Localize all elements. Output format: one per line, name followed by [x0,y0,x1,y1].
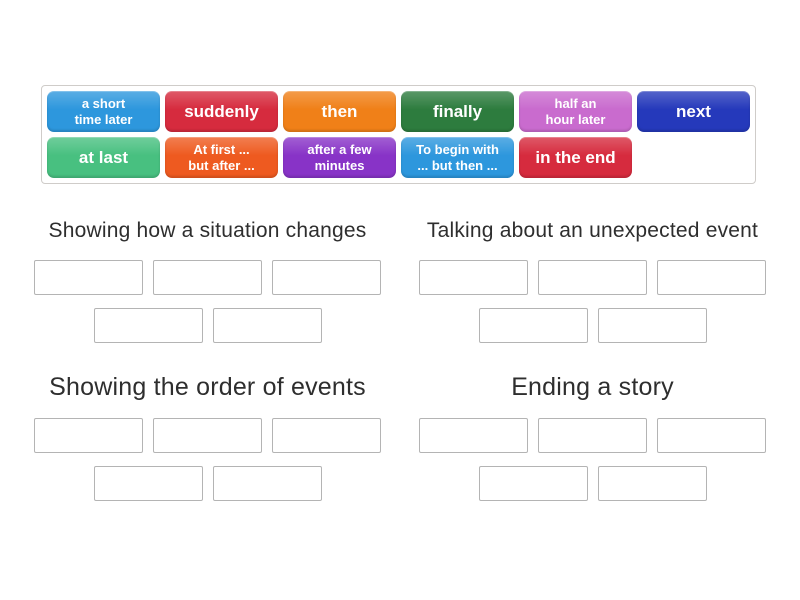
empty-slot[interactable] [419,418,528,453]
word-tile-next[interactable]: next [637,91,750,132]
empty-slot[interactable] [657,418,766,453]
slot-row [34,466,381,501]
slot-row [419,418,766,453]
slot-row [419,466,766,501]
word-tile-at-first-but-after[interactable]: At first ... but after ... [165,137,278,178]
word-tile-in-the-end[interactable]: in the end [519,137,632,178]
empty-slot[interactable] [93,466,203,501]
slot-row [34,418,381,453]
empty-slot[interactable] [153,418,262,453]
word-tile-then[interactable]: then [283,91,396,132]
group-order-of-events: Showing the order of events [34,372,381,501]
slot-row [34,260,381,295]
word-tile-to-begin-with-but-then[interactable]: To begin with ... but then ... [401,137,514,178]
group-title: Talking about an unexpected event [426,219,759,242]
groups-area: Showing how a situation changes Talking … [34,218,766,501]
group-title: Ending a story [511,373,674,401]
empty-slot[interactable] [153,260,262,295]
empty-slot[interactable] [597,466,707,501]
word-tile-at-last[interactable]: at last [47,137,160,178]
slot-row [419,260,766,295]
empty-slot[interactable] [272,260,381,295]
word-tile-finally[interactable]: finally [401,91,514,132]
empty-slot[interactable] [34,260,143,295]
empty-slot[interactable] [478,308,588,343]
empty-slot[interactable] [538,418,647,453]
empty-slot[interactable] [272,418,381,453]
slot-row [34,308,381,343]
group-title: Showing how a situation changes [48,219,367,242]
group-title: Showing the order of events [49,373,366,401]
empty-slot[interactable] [93,308,203,343]
word-tile-suddenly[interactable]: suddenly [165,91,278,132]
word-tile-a-short-time-later[interactable]: a short time later [47,91,160,132]
empty-slot[interactable] [212,466,322,501]
empty-slot[interactable] [478,466,588,501]
empty-slot[interactable] [657,260,766,295]
empty-slot[interactable] [212,308,322,343]
empty-slot[interactable] [538,260,647,295]
empty-slot[interactable] [34,418,143,453]
empty-slot[interactable] [419,260,528,295]
slot-row [419,308,766,343]
word-tile-after-a-few-minutes[interactable]: after a few minutes [283,137,396,178]
empty-slot[interactable] [597,308,707,343]
group-unexpected-event: Talking about an unexpected event [419,218,766,343]
group-ending-a-story: Ending a story [419,372,766,501]
group-situation-changes: Showing how a situation changes [34,218,381,343]
word-tile-half-an-hour-later[interactable]: half an hour later [519,91,632,132]
tile-tray: a short time later suddenly then finally… [41,85,756,184]
